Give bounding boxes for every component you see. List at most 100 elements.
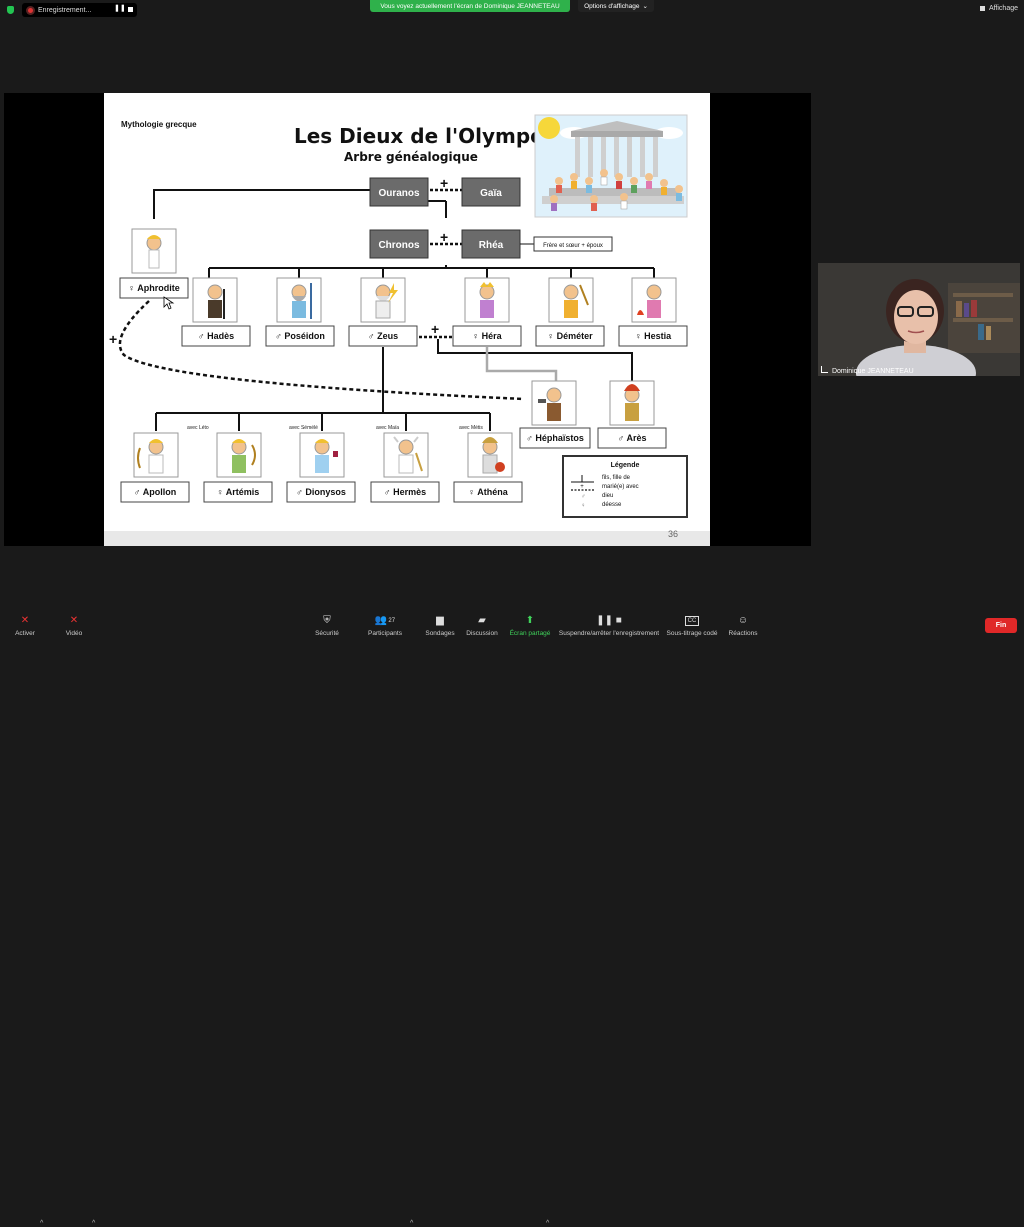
discussion-button[interactable]: ▰ Discussion [462,604,502,640]
demeter-label: ♀ Déméter [547,331,593,341]
sous-titrage-label: Sous-titrage codé [666,630,718,637]
slide-family-tree: Mythologie grecque Les Dieux de l'Olympe… [104,93,710,546]
affichage-button[interactable]: Affichage [980,5,1018,12]
participant-name-label: Dominique JEANNETEAU [821,366,914,375]
share-screen-icon: ⬆ [525,615,535,626]
temple-illustration [534,114,688,218]
dionysos-portrait [299,432,345,478]
gaia-box: Gaïa [461,177,521,207]
chronos-box: Chronos [369,229,429,259]
plus-signs: + + + + [109,175,448,347]
name-boxes: ♀ Aphrodite ♂ Hadès ♂ Poséidon ♂ Zeus ♀ … [119,277,688,503]
recording-indicator: Enregistrement... [22,3,137,17]
legend-box: Légende + fils, fille de marié(e) avec ♂… [562,455,688,518]
ecran-partage-button[interactable]: ⬆ Écran partagé [506,604,554,640]
artemis-label: ♀ Artémis [217,487,259,497]
pause-recording-icon[interactable]: ❚❚ [114,5,126,12]
top-bar: Enregistrement... ❚❚ Vous voyez actuelle… [0,0,1024,18]
view-options-chevron-icon: ⌄ [642,3,648,10]
suspendre-label: Suspendre/arrêter l'enregistrement [558,630,660,637]
portraits [131,228,677,478]
participant-video-tile[interactable] [818,263,1020,376]
avec-metis: avec Métis [459,425,483,431]
avec-labels: avec Léto avec Sémélé avec Maïa avec Mét… [187,425,483,431]
sous-titrage-button[interactable]: CC Sous-titrage codé [664,604,720,640]
plus-zeus-hera: + [431,321,439,337]
slide-subtitle: Arbre généalogique [344,150,478,164]
plus-chronos-rhea: + [440,229,448,245]
share-options-caret[interactable]: ^ [546,1220,550,1227]
ouranos-box: Ouranos [369,177,429,207]
corner-title: Mythologie grecque [121,120,197,129]
hera-hephaistos-line [485,347,558,381]
rhea-box: Rhéa [461,229,521,259]
aphrodite-hephaistos-line [118,300,525,401]
zeus-label: ♂ Zeus [368,331,398,341]
hephaistos-portrait [531,380,577,426]
legend-son-daughter: fils, fille de [602,475,631,481]
hestia-label: ♀ Hestia [635,331,672,341]
muted-mic-icon: ✕ [20,615,30,626]
participants-label: Participants [368,630,402,637]
gaia-label: Gaïa [480,188,502,199]
legend-male-symbol: ♂ [581,494,586,500]
suspendre-enregistrement-button[interactable]: ❚❚ ■ Suspendre/arrêter l'enregistrement [556,604,662,640]
ares-portrait [609,380,655,426]
view-options-button[interactable]: Options d'affichage ⌄ [578,0,654,12]
video-button[interactable]: ✕ Vidéo [58,604,90,640]
securite-button[interactable]: ⛨ Sécurité [306,604,348,640]
page-number: 36 [668,529,678,539]
dionysos-label: ♂ Dionysos [296,487,346,497]
video-options-caret[interactable]: ^ [92,1220,96,1227]
hera-portrait [464,277,510,323]
sondages-label: Sondages [425,630,455,637]
marriage-lines [419,188,462,339]
athena-label: ♀ Athéna [468,487,508,497]
chronos-label: Chronos [378,240,420,251]
legend-female-symbol: ♀ [581,503,586,509]
video-off-icon: ✕ [69,615,79,626]
hades-portrait [192,277,238,323]
view-options-label: Options d'affichage [584,2,640,10]
people-icon: 👥 [374,615,388,626]
participants-count: 27 [388,617,396,624]
legend-plus: + [580,484,584,490]
participants-options-caret[interactable]: ^ [410,1220,414,1227]
participants-button[interactable]: 👥27 Participants [360,604,410,640]
athena-portrait [467,432,513,478]
poll-chart-icon: ▆ [436,615,444,626]
hestia-portrait [631,277,677,323]
legend-title: Légende [611,462,640,469]
legend-married: marié(e) avec [602,484,639,490]
audio-options-caret[interactable]: ^ [40,1220,44,1227]
demeter-portrait [548,277,594,323]
reactions-label: Réactions [728,630,758,637]
chat-bubble-icon: ▰ [478,615,486,626]
security-shield-icon [7,6,14,14]
poseidon-portrait [276,277,322,323]
sibling-note: Frère et sœur + époux [533,236,613,252]
cc-icon: CC [685,616,699,626]
reactions-button[interactable]: ☺ Réactions [724,604,762,640]
discussion-label: Discussion [466,630,498,637]
hera-label: ♀ Héra [472,331,502,341]
mouse-cursor-icon [163,296,175,310]
legend-goddess: déesse [602,502,622,508]
zeus-portrait [360,277,406,323]
avec-leto: avec Léto [187,425,209,431]
avec-semele: avec Sémélé [289,425,318,431]
tree-lines [153,189,655,431]
recording-label: Enregistrement... [38,6,92,14]
meeting-toolbar: ✕ Activer ^ ✕ Vidéo ^ ⛨ Sécurité 👥27 Par… [0,604,1024,1227]
plus-ouranos-gaia: + [440,175,448,191]
ouranos-label: Ouranos [378,188,420,199]
activer-audio-button[interactable]: ✕ Activer [8,604,42,640]
securite-label: Sécurité [315,630,339,637]
recording-dot-icon [28,7,33,13]
sondages-button[interactable]: ▆ Sondages [420,604,460,640]
pause-stop-icon: ❚❚ ■ [596,615,622,626]
participants-icon: 👥27 [373,615,397,626]
end-meeting-button[interactable]: Fin [985,618,1017,633]
stop-recording-icon[interactable] [128,7,133,12]
video-label: Vidéo [65,630,83,637]
